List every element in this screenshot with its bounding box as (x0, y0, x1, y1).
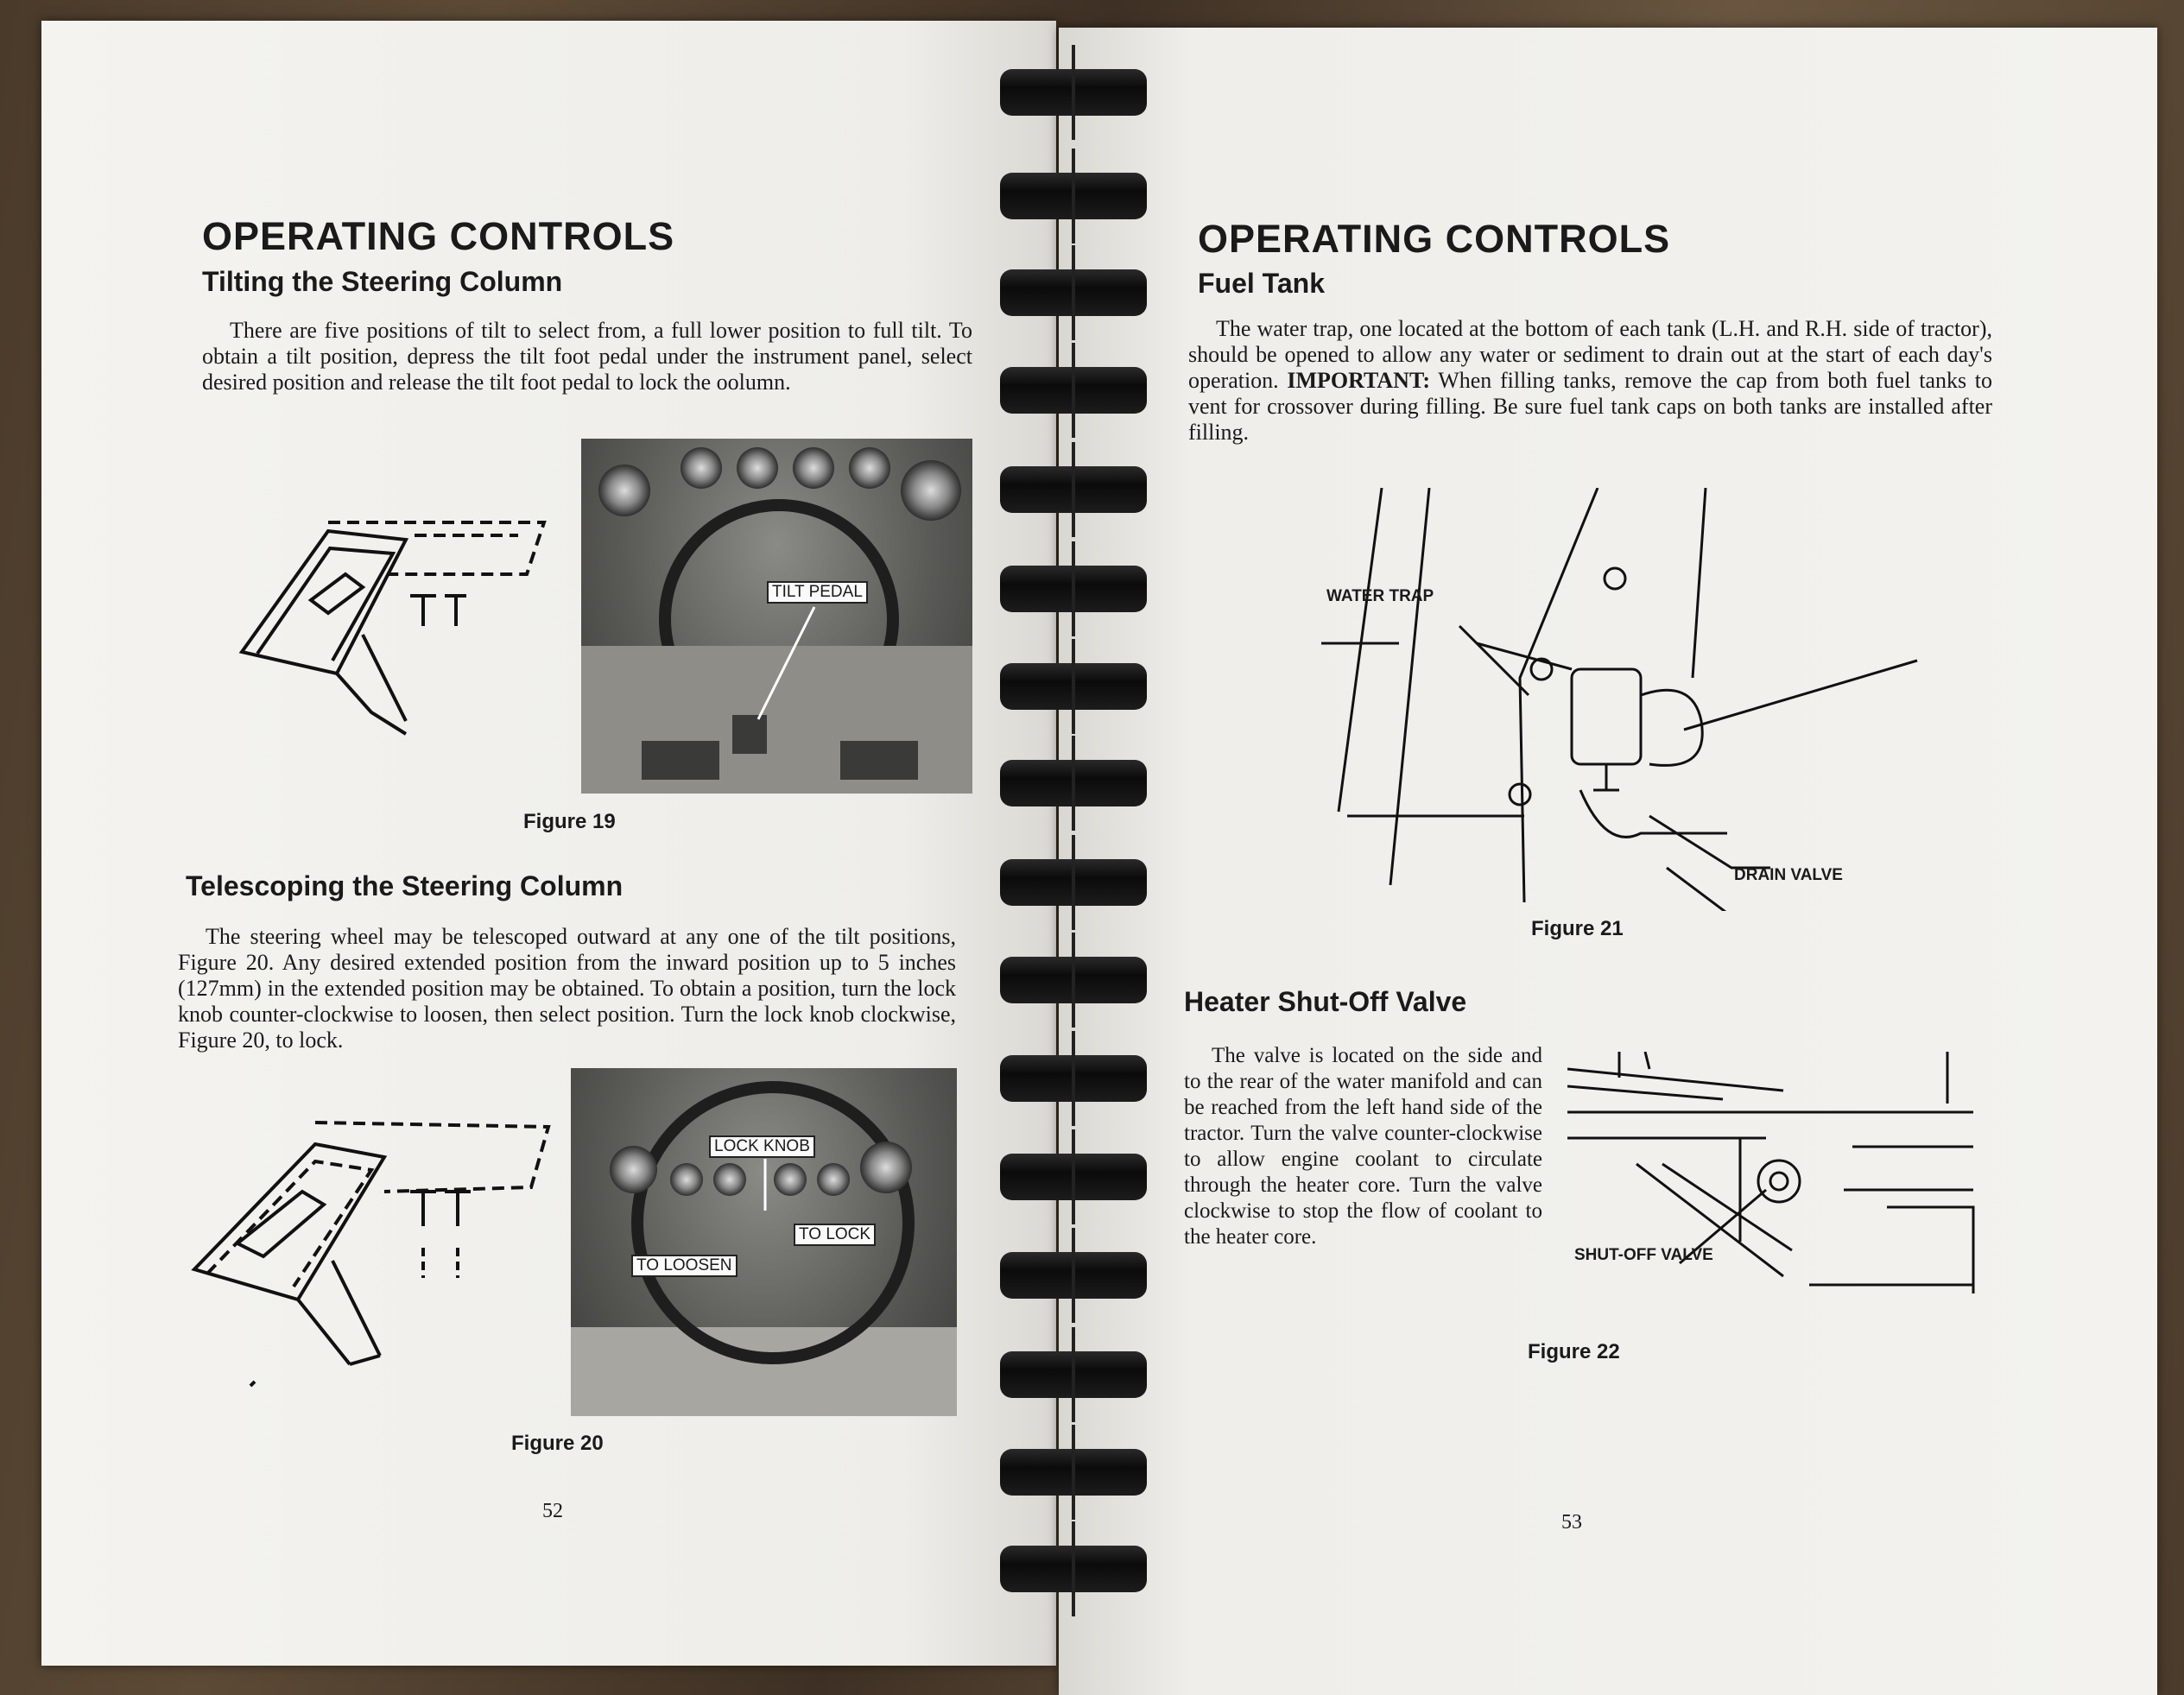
telescoping-heading: Telescoping the Steering Column (186, 870, 624, 901)
binding-ring (1000, 736, 1147, 831)
binding-ring (1000, 343, 1147, 438)
to-loosen-label: TO LOOSEN (631, 1255, 737, 1277)
water-trap-label: WATER TRAP (1326, 587, 1434, 605)
binding-ring (1000, 1129, 1147, 1224)
tilting-paragraph: There are five positions of tilt to sele… (202, 318, 972, 395)
heater-valve-paragraph: The valve is located on the side and to … (1184, 1044, 1542, 1249)
fuel-tank-paragraph: The water trap, one located at the botto… (1188, 316, 1992, 445)
binding-ring (1000, 835, 1147, 930)
tilting-heading: Tilting the Steering Column (202, 266, 563, 297)
gauge-icon (793, 447, 834, 489)
to-lock-label: TO LOCK (794, 1224, 877, 1246)
binding-ring (1000, 541, 1147, 636)
pedal (840, 741, 918, 780)
binding-ring (1000, 1425, 1147, 1520)
figure-20-telescope-sketch (191, 1121, 551, 1388)
binding-ring (1000, 1327, 1147, 1422)
heater-valve-heading: Heater Shut-Off Valve (1184, 986, 1467, 1017)
figure-20-photo: LOCK KNOB TO LOCK TO LOOSEN (571, 1068, 957, 1416)
pedal (642, 741, 719, 780)
figure-21-diagram (1321, 488, 1918, 911)
gauge-icon (774, 1163, 807, 1196)
gauge-icon (737, 447, 778, 489)
figure-21-caption: Figure 21 (1531, 917, 1624, 940)
binding-ring (1000, 1228, 1147, 1323)
gauge-icon (901, 460, 961, 521)
tilt-pedal-label: TILT PEDAL (767, 581, 868, 604)
gauge-icon (598, 465, 650, 516)
gauge-icon (610, 1146, 657, 1193)
binding-ring (1000, 45, 1147, 140)
tilt-pedal (732, 715, 767, 754)
binding-ring (1000, 149, 1147, 243)
left-page-title: OPERATING CONTROLS (202, 214, 675, 258)
figure-20-caption: Figure 20 (511, 1432, 604, 1455)
drain-valve-label: DRAIN VALVE (1734, 866, 1843, 884)
gauge-icon (713, 1163, 746, 1196)
figure-19-tilt-sketch (238, 521, 547, 736)
figure-22-diagram (1567, 1052, 1975, 1293)
right-page (1059, 28, 2157, 1695)
binding-ring (1000, 639, 1147, 734)
binding-ring (1000, 245, 1147, 340)
shut-off-valve-label: SHUT-OFF VALVE (1574, 1246, 1713, 1264)
gauge-icon (817, 1163, 850, 1196)
gauge-icon (849, 447, 890, 489)
important-label: IMPORTANT: (1287, 368, 1431, 393)
gauge-icon (670, 1163, 703, 1196)
binding-ring (1000, 1521, 1147, 1616)
figure-22-caption: Figure 22 (1528, 1340, 1620, 1363)
binding-ring (1000, 1031, 1147, 1126)
gauge-icon (681, 447, 722, 489)
fuel-tank-heading: Fuel Tank (1198, 268, 1325, 299)
right-page-title: OPERATING CONTROLS (1198, 217, 1671, 261)
page-number-52: 52 (542, 1500, 563, 1522)
lock-knob-label: LOCK KNOB (709, 1135, 815, 1158)
binding-ring (1000, 442, 1147, 537)
figure-19-photo: TILT PEDAL (581, 439, 972, 794)
page-number-53: 53 (1561, 1511, 1582, 1534)
binding-ring (1000, 933, 1147, 1028)
gauge-icon (860, 1142, 912, 1193)
figure-19-caption: Figure 19 (523, 810, 616, 833)
telescoping-paragraph: The steering wheel may be telescoped out… (178, 924, 956, 1053)
